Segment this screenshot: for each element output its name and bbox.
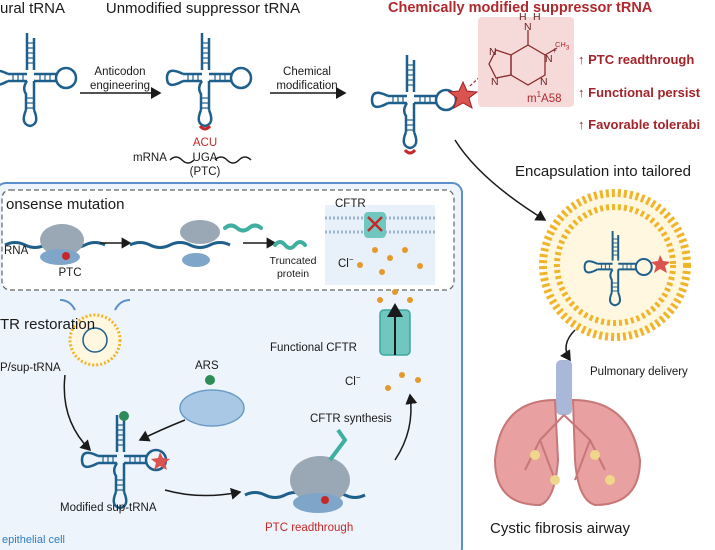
molecule-ring-n3: N xyxy=(489,46,497,58)
modification-star-small-icon xyxy=(151,452,170,470)
readthrough-ptc-icon xyxy=(321,496,329,504)
unmodified-trna-figure xyxy=(165,31,253,131)
lnp-sup-trna-label: P/sup-tRNA xyxy=(0,362,61,374)
lnp-particle xyxy=(68,313,122,367)
lung-illustration xyxy=(493,360,642,507)
truncated-protein-chain xyxy=(223,223,263,233)
ribosome-small-released xyxy=(182,253,210,267)
cystic-fibrosis-airway-label: Cystic fibrosis airway xyxy=(490,520,631,537)
cftr-blocked-membrane xyxy=(325,205,435,285)
ribosome-released xyxy=(180,220,220,244)
cftr-restoration-title: TR restoration xyxy=(0,316,96,333)
arrow-lnp-down xyxy=(63,374,92,452)
nonsense-rna-label: RNA xyxy=(4,245,29,257)
arrow-to-encapsulation xyxy=(454,139,547,221)
molecule-h1: H xyxy=(519,11,527,23)
benefit-functional-persistence: ↑ Functional persist xyxy=(578,85,701,100)
readthrough-ribosome xyxy=(290,456,350,504)
unmodified-trna-title: Unmodified suppressor tRNA xyxy=(105,0,301,17)
natural-trna-title: ural tRNA xyxy=(0,0,66,17)
nonsense-mutation-title: onsense mutation xyxy=(6,196,125,213)
molecule-ring-n1: N xyxy=(545,53,553,65)
arrow-to-lung xyxy=(560,329,576,362)
truncated-protein-line2: protein xyxy=(276,268,310,280)
molecule-h2: H xyxy=(533,11,541,23)
ars-enzyme xyxy=(179,389,245,427)
natural-trna-figure xyxy=(0,31,78,128)
ars-label: ARS xyxy=(195,360,219,372)
nonsense-ptc-label: PTC xyxy=(58,267,82,279)
step-anticodon-line2: engineering xyxy=(89,80,151,92)
modified-sup-trna-label: Modified sup-tRNA xyxy=(60,502,157,514)
cell-membrane-invagination xyxy=(59,299,131,311)
modified-trna-title: Chemically modified suppressor tRNA xyxy=(388,0,653,16)
benefit-favorable-tolerability: ↑ Favorable tolerabi xyxy=(578,117,701,132)
codon-label: UGA xyxy=(192,152,218,164)
molecule-charge: + xyxy=(552,46,557,55)
nonsense-cl-label: Cl− xyxy=(338,255,354,270)
m1a58-structure-drawing xyxy=(488,30,558,86)
nonsense-mrna-2 xyxy=(129,241,231,249)
benefit-ptc-readthrough: ↑ PTC readthrough xyxy=(578,52,695,67)
m1a58-label: m1A58 xyxy=(527,90,562,105)
mrna-label: mRNA xyxy=(133,152,167,164)
mrna-strand xyxy=(169,156,252,164)
amino-acid-icon xyxy=(119,411,129,421)
codon-ptc-note: (PTC) xyxy=(189,166,221,178)
truncated-protein xyxy=(273,240,307,250)
truncated-protein-line1: Truncated xyxy=(269,255,317,267)
pulmonary-delivery-label: Pulmonary delivery xyxy=(590,366,688,378)
modified-sup-trna-figure xyxy=(80,411,170,510)
modification-star-icon xyxy=(447,80,479,110)
arrow-cftr-synthesis xyxy=(394,393,418,461)
ptc-readthrough-label: PTC readthrough xyxy=(265,522,354,534)
step-anticodon-line1: Anticodon xyxy=(94,66,146,78)
encapsulation-title: Encapsulation into tailored xyxy=(515,163,691,180)
modified-trna-figure xyxy=(370,53,488,155)
m1a58-structure-box xyxy=(478,17,574,107)
functional-cftr-label: Functional CFTR xyxy=(270,342,357,354)
step-chemical-line2: modification xyxy=(276,80,338,92)
molecule-amine-n: N xyxy=(524,21,532,33)
ribosome-large-subunit xyxy=(40,224,84,256)
functional-cftr-channel xyxy=(377,289,421,391)
tailored-lnp-figure xyxy=(539,189,691,341)
molecule-ring-n4: N xyxy=(491,76,499,88)
blocked-x-icon xyxy=(367,216,383,232)
molecule-methyl: CH3 xyxy=(555,40,570,52)
ribosome-small-subunit xyxy=(40,249,80,265)
cftr-label: CFTR xyxy=(335,198,366,210)
molecule-ring-n2: N xyxy=(540,76,548,88)
arrow-ars-to-trna xyxy=(138,419,186,442)
cftr-synthesis-label: CFTR synthesis xyxy=(310,413,392,425)
anticodon-label: ACU xyxy=(192,137,218,149)
epithelial-cell-label: epithelial cell xyxy=(2,534,65,546)
restoration-cl-label: Cl− xyxy=(345,373,361,388)
step-chemical-line1: Chemical xyxy=(283,66,331,78)
arrow-to-readthrough xyxy=(164,487,242,500)
ptc-stop-icon xyxy=(62,252,70,260)
